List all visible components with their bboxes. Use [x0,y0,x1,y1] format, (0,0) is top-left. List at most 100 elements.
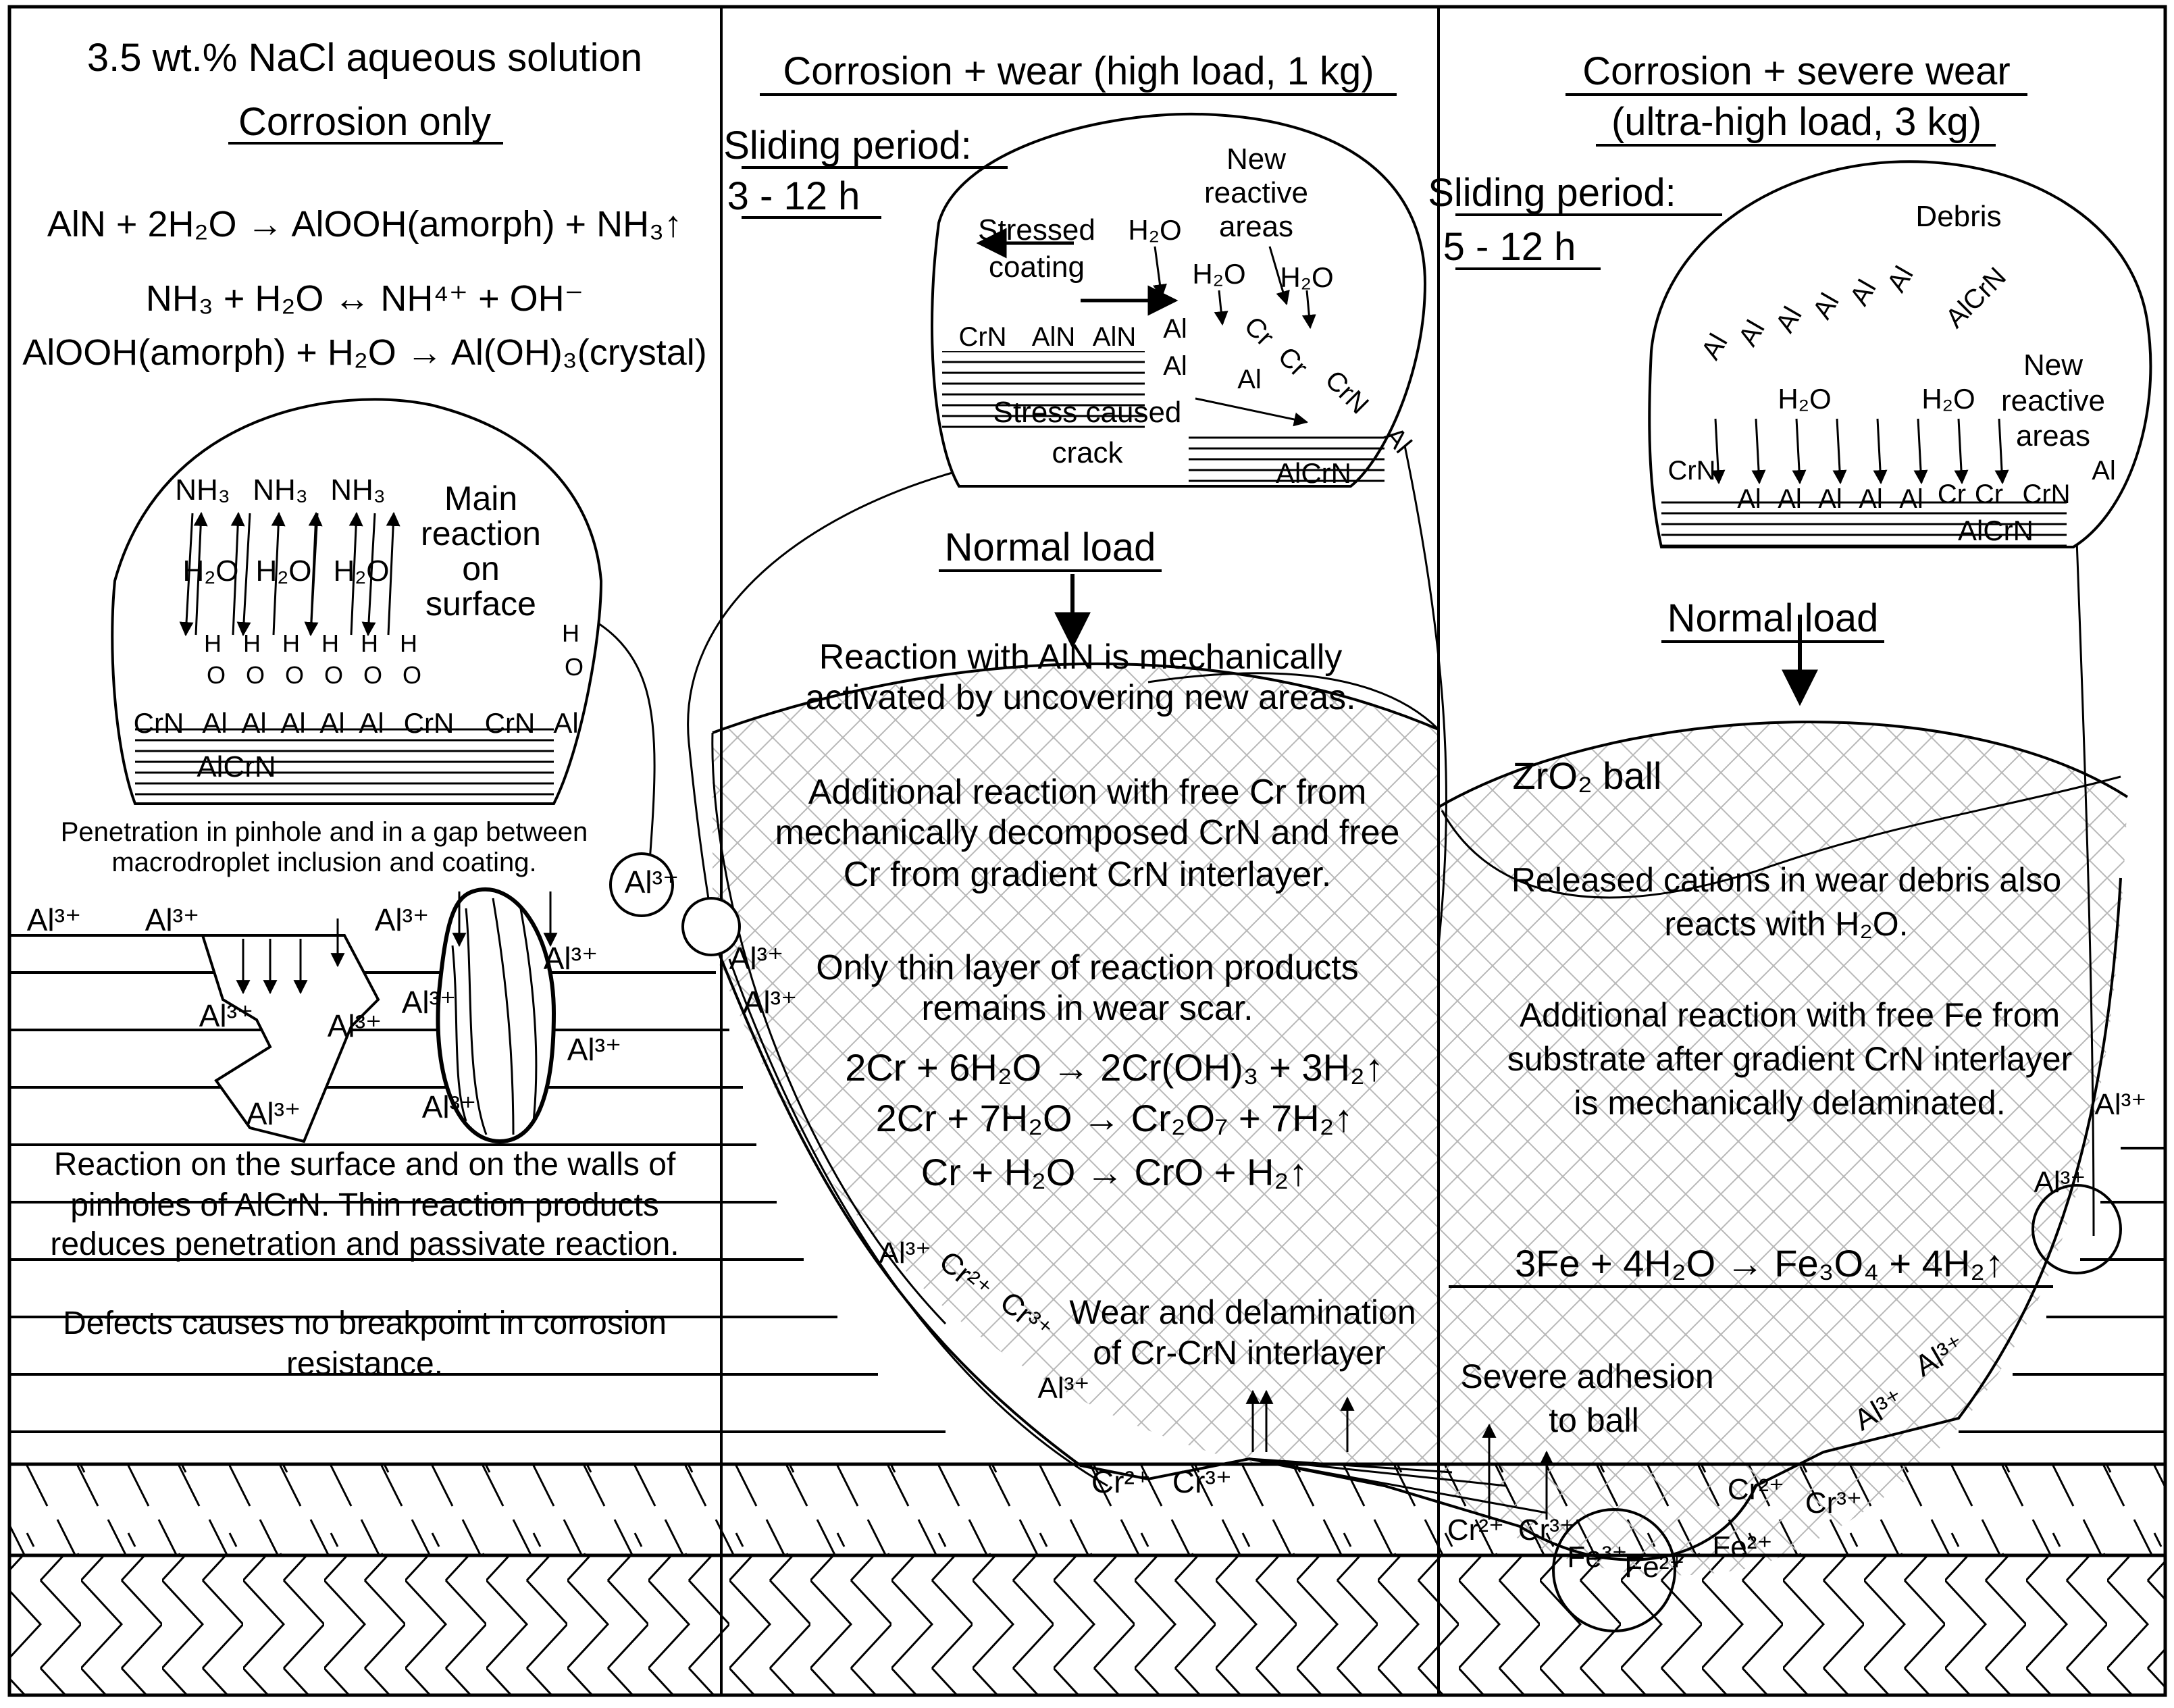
panel1-eq2: NH₃ + H₂O ↔ NH⁴⁺ + OH⁻ [146,278,584,319]
al3-ion: Al³⁺ [422,1089,477,1124]
panel3-sliding-1: Sliding period: [1428,171,1676,215]
wear-delam-note: of Cr-CrN interlayer [1093,1334,1385,1372]
crn-label: CrN [1667,456,1715,486]
text-layer: 3.5 wt.% NaCl aqueous solutionCorrosion … [22,36,2146,1584]
panel1-inset-label: reaction [421,515,541,552]
al3-ion: Al³⁺ [729,941,784,976]
al-label: Al [319,707,344,739]
nh3-label: NH₃ [330,473,385,507]
panel2-eq3: Cr + H₂O → CrO + H₂↑ [921,1151,1308,1193]
panel1-eq3: AlOOH(amorph) + H₂O → Al(OH)₃(crystal) [22,332,707,373]
panel2-sliding-1: Sliding period: [723,124,972,167]
o-label: O [324,661,343,689]
released-note: Released cations in wear debris also [1511,861,2061,899]
ball-label: ZrO₂ ball [1513,754,1662,797]
h2o-label: H₂O [255,554,311,588]
h2o-arrow [179,513,194,637]
al-label: Al [1737,484,1761,514]
al-label: Al [1818,484,1842,514]
stress-crack-label: Stress caused [993,396,1182,429]
h2o-label: H₂O [1921,383,1975,415]
al3-ion: Al³⁺ [27,902,82,937]
nh3-arrow [193,511,208,636]
al3-ion: Al³⁺ [879,1237,931,1270]
new-reactive-label: reactive [2001,384,2105,417]
nh3-arrow [230,511,245,636]
nh3-arrow [271,511,286,636]
o-label: O [285,661,304,689]
h2o-label: H₂O [1280,261,1333,293]
fe2-ion: Fe²⁺ [1712,1530,1772,1563]
h2o-label: H₂O [1778,383,1831,415]
h2o-arrow [1268,246,1290,306]
panel1-inset-label: surface [425,585,536,623]
new-reactive-label: New [1226,143,1286,176]
panel2-eq2: 2Cr + 7H₂O → Cr₂O₇ + 7H₂↑ [876,1097,1353,1139]
additional-note: mechanically decomposed CrN and free [775,813,1400,852]
nh3-label: NH₃ [253,473,307,507]
panel3-title: (ultra-high load, 3 kg) [1611,100,1982,144]
h-label: H [562,619,579,647]
aln-label: AlN [1032,322,1075,352]
cr2-ion: Cr²⁺ [1091,1464,1151,1499]
al3-ion: Al³⁺ [1038,1372,1090,1405]
al3-ion: Al³⁺ [544,941,598,976]
h-label: H [400,629,417,657]
additional-note: Cr from gradient CrN interlayer. [844,855,1331,894]
panel2-sliding-2: 3 - 12 h [727,174,860,218]
h2o-label: H₂O [333,554,389,588]
h2o-label: H₂O [182,554,238,588]
al3-ion: Al³⁺ [199,998,254,1033]
al-label: Al [1899,484,1923,514]
cr-label: Cr [1975,480,2003,509]
thin-layer-note: remains in wear scar. [921,989,1253,1028]
crn-label: CrN [485,707,536,739]
panel1-inset-label: Main [444,480,517,517]
h-label: H [321,629,339,657]
reaction-note: reduces penetration and passivate reacti… [50,1226,679,1262]
h-label: H [204,629,222,657]
h2o-arrow [1913,418,1928,485]
al-label: Al [1778,484,1802,514]
ball-region-2 [1439,722,2127,1576]
al-label: Al [280,707,305,739]
al3-ion: Al³⁺ [145,902,200,937]
defects-note: resistance. [286,1346,443,1382]
h2o-arrow [1711,418,1726,485]
activation-note: activated by uncovering new areas. [805,678,1355,717]
al-label: Al [2092,456,2116,486]
ball-region-1 [713,663,1439,1466]
fe2-ion: Fe²⁺ [1624,1551,1684,1584]
h2o-arrow [1792,418,1807,485]
crn-label: CrN [134,707,184,739]
panel1-subtitle: Corrosion only [238,100,491,144]
reaction-note: Reaction on the surface and on the walls… [54,1147,676,1183]
new-reactive-label: areas [1219,210,1293,243]
h2o-arrow [1954,418,1969,485]
cr3-ion: Cr³⁺ [1805,1486,1862,1520]
al3-ion: Al³⁺ [625,864,679,900]
nh3-arrow [386,511,400,636]
crn-label: CrN [2022,480,2070,509]
al-label: Al [241,707,266,739]
debris-label: Debris [1915,200,2001,233]
h2o-label: H₂O [1128,214,1181,246]
stressed-label: coating [989,251,1085,284]
nh3-label: NH₃ [175,473,230,507]
h2o-arrow [1301,290,1316,330]
panel3-sliding-2: 5 - 12 h [1443,225,1576,269]
panel2-title: Corrosion + wear (high load, 1 kg) [783,49,1374,93]
h-label: H [243,629,261,657]
o-label: O [246,661,265,689]
cr2-ion: Cr²⁺ [1447,1513,1504,1547]
h2o-arrow [304,513,319,637]
penetration-note: macrodroplet inclusion and coating. [111,848,536,877]
reaction-note: pinholes of AlCrN. Thin reaction product… [70,1187,659,1223]
al3-ion: Al³⁺ [328,1008,382,1043]
h2o-arrow [1751,418,1766,485]
al-label: Al [1163,314,1187,344]
panel3-eq: 3Fe + 4H₂O → Fe₃O₄ + 4H₂↑ [1515,1242,2004,1285]
substrate-layer [9,1555,2165,1695]
alcrn-label: AlCrN [1958,515,2034,546]
